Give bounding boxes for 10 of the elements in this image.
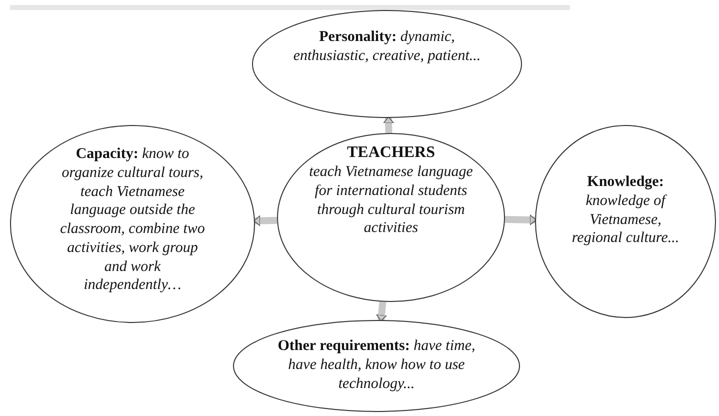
- block-arrow: [383, 116, 394, 134]
- node-heading: TEACHERS: [346, 143, 436, 163]
- node-text: Personality: dynamic, enthusiastic, creative, patient...: [292, 28, 482, 66]
- block-arrow: [504, 214, 536, 226]
- node-text: Other requirements: have time, have health, know how to use technology...: [276, 337, 476, 394]
- block-arrow: [254, 215, 278, 226]
- node-text: Knowledge: knowledge of Vietnamese, regional culture...: [570, 173, 680, 248]
- node-text: Capacity: know to organize cultural tours, teach Vietnamese language outside the classroom, combine two activities, work group and work independently…: [59, 145, 206, 295]
- node-text: teach Vietnamese language for international students through cultural tourism activities: [308, 163, 474, 238]
- block-arrow: [376, 301, 387, 322]
